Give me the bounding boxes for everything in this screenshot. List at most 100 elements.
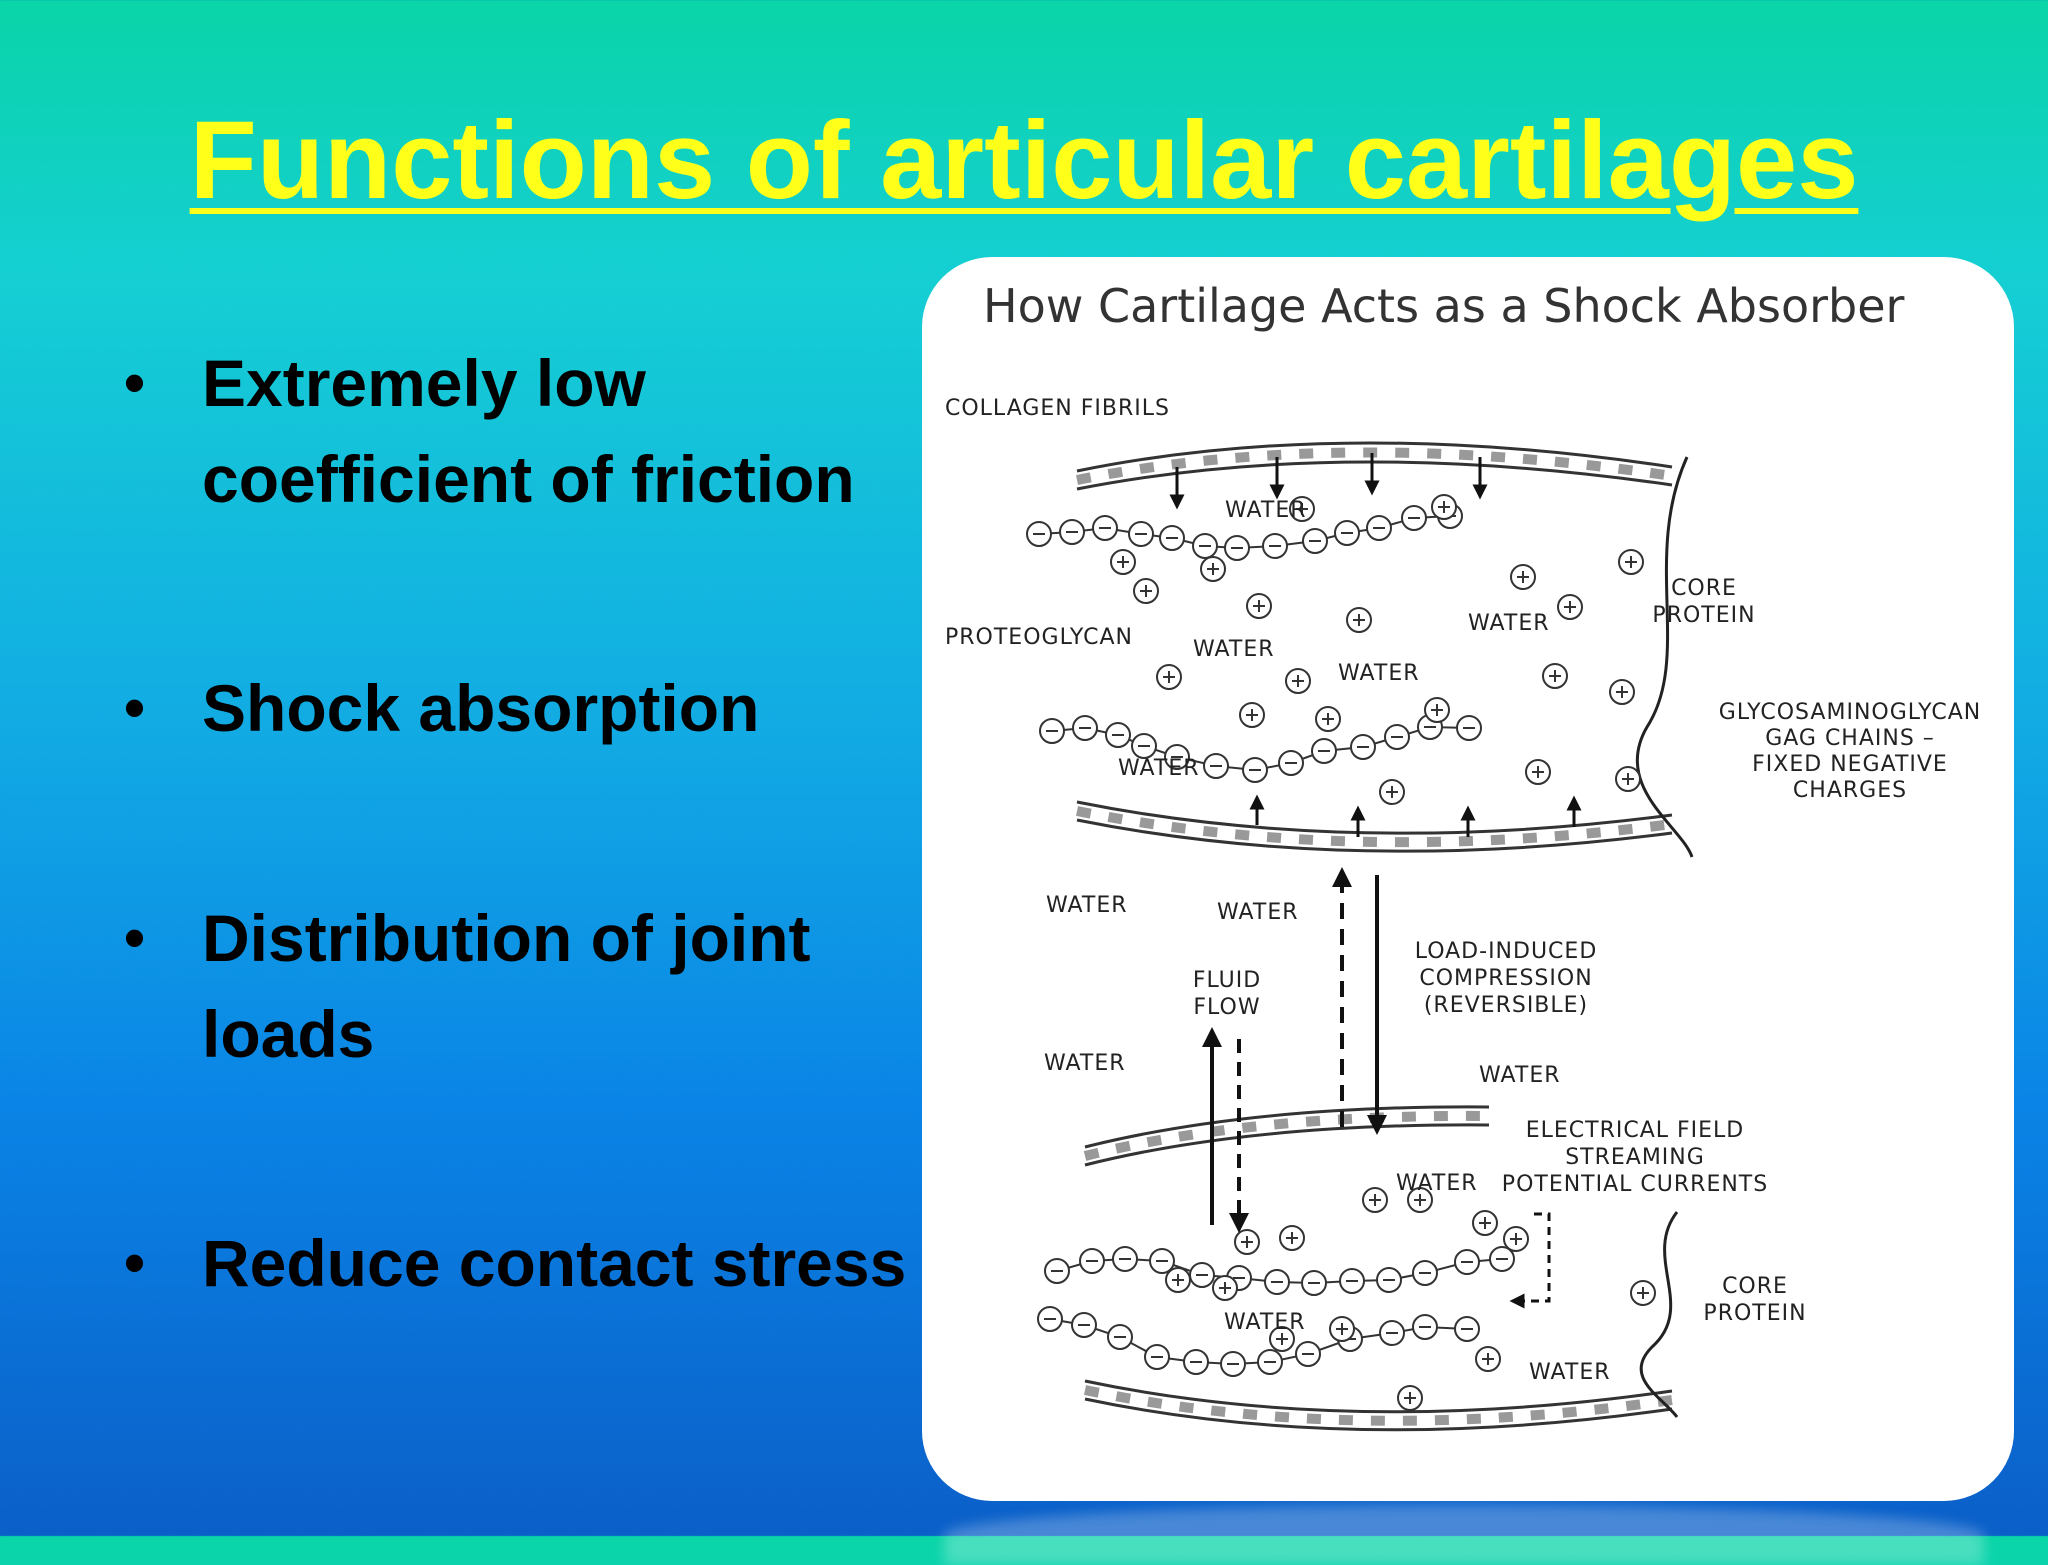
- label-proteoglycan: PROTEOGLYCAN: [945, 625, 1133, 650]
- positive-ion: [1289, 496, 1315, 522]
- slide-title: Functions of articular cartilages: [189, 99, 1859, 222]
- positive-ion: [1346, 607, 1372, 633]
- positive-ions: [1110, 494, 1656, 1411]
- positive-ion: [1279, 1225, 1305, 1251]
- collagen-fibril: [1076, 447, 1673, 485]
- positive-ion: [1609, 679, 1635, 705]
- bullet-dot: •: [124, 1229, 146, 1296]
- label-core-protein-bottom-1: CORE: [1722, 1274, 1788, 1299]
- negative-charge-circle: [1334, 520, 1360, 546]
- core-protein-curve: [1635, 456, 1694, 858]
- label-gag-1: GLYCOSAMINOGLYCAN: [1719, 700, 1981, 725]
- positive-ion: [1618, 549, 1644, 575]
- label-water: WATER: [1044, 1051, 1126, 1076]
- positive-ion: [1269, 1326, 1295, 1352]
- streaming-current-bracket: [1509, 1212, 1551, 1309]
- positive-ion: [1212, 1275, 1238, 1301]
- positive-ion: [1200, 556, 1226, 582]
- diagram-title: How Cartilage Acts as a Shock Absorber: [983, 279, 1905, 333]
- negative-charge-circle: [1257, 1349, 1283, 1375]
- bullet-dot: •: [124, 349, 146, 416]
- bullet-dot: •: [124, 904, 146, 971]
- negative-charge-circle: [1107, 1324, 1133, 1350]
- bullet-text: Shock absorption: [202, 671, 760, 745]
- label-core-protein-bottom-2: PROTEIN: [1703, 1301, 1806, 1326]
- collagen-fibril: [1076, 818, 1673, 853]
- compression-arrows: [1169, 453, 1582, 837]
- positive-ion: [1525, 759, 1551, 785]
- collagen-fibril: [1084, 1397, 1673, 1432]
- collagen-fibril: [1083, 1110, 1490, 1161]
- positive-ion: [1542, 663, 1568, 689]
- negative-charge-circle: [1128, 521, 1154, 547]
- negative-charge-circle: [1366, 515, 1392, 541]
- negative-charge-circle: [1264, 1269, 1290, 1295]
- negative-charge-circle: [1278, 750, 1304, 776]
- negative-charge-circle: [1037, 1306, 1063, 1332]
- collagen-fibril: [1083, 1385, 1673, 1426]
- label-water: WATER: [1046, 893, 1128, 918]
- label-electrical-3: POTENTIAL CURRENTS: [1502, 1172, 1768, 1197]
- positive-ion: [1246, 593, 1272, 619]
- negative-charge-circle: [1224, 535, 1250, 561]
- core-protein-curve: [1639, 1211, 1679, 1418]
- bullet-text: Extremely low coefficient of friction: [202, 346, 855, 516]
- negative-charge-circle: [1203, 753, 1229, 779]
- negative-charge-circle: [1376, 1267, 1402, 1293]
- label-water: WATER: [1338, 661, 1420, 686]
- negative-charge-circle: [1092, 515, 1118, 541]
- negative-charge-circle: [1112, 1246, 1138, 1272]
- negative-charge-circle: [1339, 1268, 1365, 1294]
- bullet-dot: •: [124, 674, 146, 741]
- negative-charge-circle: [1039, 718, 1065, 744]
- collagen-fibril: [1084, 1123, 1490, 1167]
- label-water: WATER: [1193, 637, 1275, 662]
- label-collagen-fibrils: COLLAGEN FIBRILS: [945, 396, 1170, 421]
- collagen-fibril: [1076, 806, 1673, 848]
- positive-ion: [1424, 697, 1450, 723]
- positive-ion: [1110, 549, 1136, 575]
- positive-ion: [1510, 564, 1536, 590]
- positive-ion: [1165, 1267, 1191, 1293]
- negative-charge-circle: [1164, 744, 1190, 770]
- label-fluid-flow-1: FLUID: [1193, 968, 1261, 993]
- negative-charge-circle: [1183, 1349, 1209, 1375]
- positive-ion: [1156, 664, 1182, 690]
- label-water: WATER: [1529, 1360, 1611, 1385]
- positive-ion: [1630, 1280, 1656, 1306]
- label-gag-2: GAG CHAINS –: [1765, 726, 1935, 751]
- bullet-text: Distribution of joint loads: [202, 901, 811, 1071]
- cartilage-diagram: How Cartilage Acts as a Shock Absorber: [945, 279, 1981, 1432]
- positive-ion: [1407, 1187, 1433, 1213]
- negative-charge-circle: [1079, 1248, 1105, 1274]
- bullet-text: Reduce contact stress: [202, 1226, 907, 1300]
- positive-ion: [1615, 766, 1641, 792]
- positive-ion: [1285, 668, 1311, 694]
- collagen-fibril: [1084, 1105, 1490, 1149]
- label-core-protein-top-1: CORE: [1671, 576, 1737, 601]
- label-core-protein-top-2: PROTEIN: [1652, 603, 1755, 628]
- label-water: WATER: [1225, 498, 1307, 523]
- bullet-item: • Extremely low coefficient of friction: [120, 335, 920, 527]
- label-load-1: LOAD-INDUCED: [1415, 939, 1598, 964]
- positive-ion: [1239, 702, 1265, 728]
- label-water: WATER: [1479, 1063, 1561, 1088]
- label-electrical-2: STREAMING: [1565, 1145, 1705, 1170]
- negative-charge-circle: [1220, 1351, 1246, 1377]
- collagen-fibril: [1076, 800, 1673, 835]
- label-water: WATER: [1468, 611, 1550, 636]
- positive-ion: [1329, 1316, 1355, 1342]
- negative-charge-circle: [1489, 1246, 1515, 1272]
- negative-charge-circle: [1262, 533, 1288, 559]
- positive-ion: [1431, 494, 1457, 520]
- positive-ion: [1475, 1346, 1501, 1372]
- negative-charge-circle: [1412, 1314, 1438, 1340]
- negative-charge-circle: [1350, 734, 1376, 760]
- label-load-2: COMPRESSION: [1419, 966, 1592, 991]
- negative-charge-circle: [1144, 1344, 1170, 1370]
- negative-charge-circle: [1071, 1312, 1097, 1338]
- negative-charge-circle: [1192, 533, 1218, 559]
- positive-ion: [1379, 779, 1405, 805]
- negative-charge-circle: [1072, 715, 1098, 741]
- negative-charge-circle: [1454, 1249, 1480, 1275]
